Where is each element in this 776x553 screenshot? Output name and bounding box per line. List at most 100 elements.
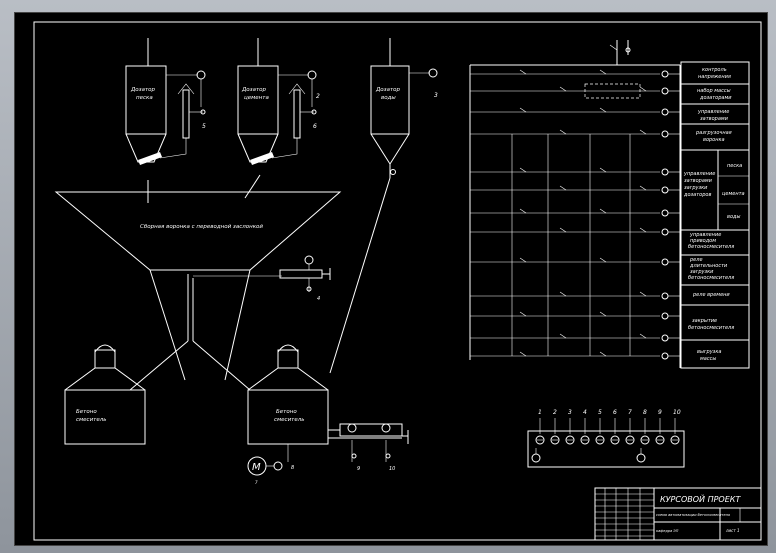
- legend-3b: затворами: [700, 116, 729, 122]
- legend-10b: массы: [700, 356, 716, 362]
- ladder-contact: [559, 291, 567, 297]
- legend-1a: контроль: [702, 67, 727, 73]
- indicator-lamp-icon: [550, 435, 560, 445]
- legend-4b: воронка: [703, 137, 725, 143]
- title-block-line2: кафедра ЭП: [656, 529, 679, 533]
- ladder-contact: [599, 257, 607, 263]
- label-num-10: 10: [389, 466, 395, 472]
- collecting-funnel: Сборная воронка с переводной заслонкой 4: [54, 174, 342, 391]
- panel-number: 2: [553, 409, 557, 416]
- legend-7c: загрузки: [690, 269, 714, 275]
- doser-water-label: Дозатор: [375, 87, 401, 93]
- doser-sand-label: Дозатор: [130, 87, 156, 93]
- label-num-8: 8: [291, 465, 294, 471]
- panel-number: 9: [658, 409, 662, 416]
- legend-7b: длительности: [689, 263, 728, 269]
- mixer-1-label: Бетоно: [76, 409, 97, 415]
- legend-9a: закрытие: [692, 318, 717, 324]
- mixer-1-label-2: смеситель: [76, 417, 107, 423]
- title-block: КУРСОВОЙ ПРОЕКТ схема автоматизации бето…: [594, 487, 762, 541]
- concrete-mixer-2: Бетоно смеситель 9 10: [247, 344, 409, 472]
- panel-number: 1: [538, 409, 542, 416]
- legend-5d: дозаторов: [683, 192, 711, 198]
- ladder-diagram: контроль напряжения набор массы дозатора…: [469, 40, 750, 369]
- ladder-contact: [639, 185, 647, 191]
- ladder-contact: [599, 69, 607, 75]
- ladder-contact: [559, 333, 567, 339]
- lamp-icon: [531, 453, 541, 463]
- indicator-lamp-icon: [565, 435, 575, 445]
- legend-5-water: воды: [727, 214, 740, 220]
- ladder-contact: [639, 333, 647, 339]
- ladder-contact: [599, 208, 607, 214]
- legend-2b: дозаторами: [699, 95, 732, 101]
- ladder-contact: [559, 227, 567, 233]
- title-block-sheet: лист 1: [725, 528, 740, 533]
- panel-number: 10: [673, 409, 681, 416]
- label-num-4: 4: [317, 296, 320, 302]
- ladder-contact: [599, 107, 607, 113]
- ladder-coil: [661, 312, 669, 320]
- label-num-7: 7: [255, 480, 258, 485]
- indicator-lamp-icon: [625, 435, 635, 445]
- indicator-lamp-icon: [640, 435, 650, 445]
- doser-sand-label-2: песка: [136, 95, 153, 101]
- indicator-lamp-icon: [580, 435, 590, 445]
- ladder-contact: [519, 208, 527, 214]
- ladder-contact: [559, 129, 567, 135]
- panel-number: 7: [628, 409, 632, 416]
- ladder-contact: [639, 86, 647, 92]
- ladder-contact: [519, 167, 527, 173]
- doser-cement-label: Дозатор: [241, 87, 267, 93]
- legend-6c: бетоносмесителя: [688, 244, 734, 250]
- doser-cement: Дозатор цемента 6 2: [237, 38, 320, 165]
- doser-sand: Дозатор песка 5: [125, 38, 206, 165]
- label-num-3: 3: [434, 92, 438, 99]
- mixer-2-label: Бетоно: [276, 409, 297, 415]
- legend-6a: управление: [689, 232, 721, 238]
- ladder-coil: [661, 334, 669, 342]
- panel-number: 8: [643, 409, 647, 416]
- ladder-contact: [519, 351, 527, 357]
- legend-3a: управление: [697, 109, 729, 115]
- legend-7d: бетоносмесителя: [688, 275, 734, 281]
- ladder-contact: [519, 257, 527, 263]
- legend-5b: затворами: [684, 178, 713, 184]
- drawing-frame: [33, 21, 762, 541]
- title-block-line1: схема автоматизации бетоносмесителя: [656, 513, 730, 517]
- legend-2a: набор массы: [697, 88, 731, 94]
- panel-number: 6: [613, 409, 617, 416]
- legend-5a: управление: [683, 171, 715, 177]
- ladder-contact: [639, 227, 647, 233]
- indicator-lamp-icon: [595, 435, 605, 445]
- legend-7a: реле: [689, 257, 703, 263]
- legend-6b: приводом: [690, 238, 716, 244]
- motor-label: M: [252, 462, 261, 473]
- ladder-contact: [559, 185, 567, 191]
- title-block-title: КУРСОВОЙ ПРОЕКТ: [660, 493, 741, 504]
- indicator-lamp-icon: [670, 435, 680, 445]
- ladder-coil: [661, 228, 669, 236]
- label-num-9: 9: [357, 466, 360, 472]
- legend-9b: бетоносмесителя: [688, 325, 734, 331]
- ladder-coil: [661, 258, 669, 266]
- label-num-5: 5: [202, 123, 206, 130]
- mixer-motor: M 8 7: [247, 456, 294, 485]
- ladder-coil: [661, 130, 669, 138]
- ladder-contact: [599, 351, 607, 357]
- panel-number: 3: [568, 409, 572, 416]
- label-num-6: 6: [313, 123, 317, 130]
- panel-number: 5: [598, 409, 602, 416]
- legend-1b: напряжения: [698, 74, 731, 80]
- ladder-coil: [661, 209, 669, 217]
- funnel-label: Сборная воронка с переводной заслонкой: [140, 224, 263, 230]
- doser-water-label-2: воды: [381, 95, 396, 101]
- ladder-contact: [599, 311, 607, 317]
- label-num-2: 2: [316, 93, 320, 100]
- ladder-contact: [559, 86, 567, 92]
- ladder-coil: [661, 108, 669, 116]
- ladder-contact: [519, 311, 527, 317]
- terminal-panel: [527, 418, 685, 468]
- indicator-lamp-icon: [535, 435, 545, 445]
